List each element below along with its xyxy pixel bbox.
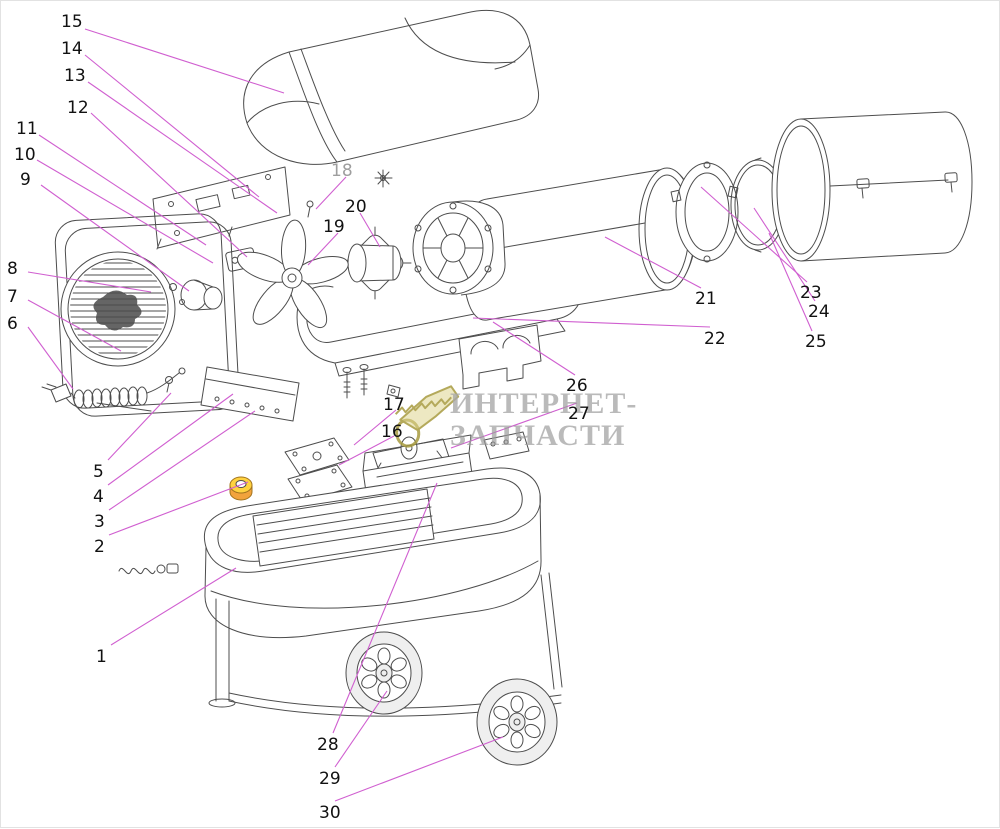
- base-plate: [200, 366, 300, 422]
- fuel-tank: [204, 467, 542, 638]
- air-inlet-grille: [60, 251, 176, 367]
- bolt-small: [165, 376, 173, 393]
- part-label-23: 23: [800, 283, 822, 303]
- part-label-16: 16: [381, 422, 403, 442]
- leader-line-7: [27, 299, 122, 352]
- part-label-25: 25: [805, 332, 827, 352]
- part-label-5: 5: [93, 462, 104, 482]
- small-screw-top: [306, 200, 314, 218]
- leader-line-16: [338, 435, 395, 466]
- leader-line-1: [110, 567, 237, 646]
- part-label-3: 3: [94, 512, 105, 532]
- leader-line-26: [492, 321, 576, 376]
- part-label-28: 28: [317, 735, 339, 755]
- top-cover: [243, 9, 540, 165]
- watermark-text-line2: ЗАПЧАСТИ: [450, 419, 625, 452]
- leader-line-2: [108, 481, 249, 536]
- leader-line-28: [332, 482, 438, 734]
- leader-line-6: [27, 326, 74, 390]
- clip-bracket: [386, 384, 401, 398]
- control-panel-plate: [152, 166, 291, 250]
- leader-line-23: [700, 186, 808, 283]
- part-label-19: 19: [323, 217, 345, 237]
- leader-line-8: [27, 271, 152, 293]
- leader-line-24: [753, 207, 816, 302]
- bracket-clip: [374, 169, 393, 188]
- support-bracket: [458, 324, 542, 390]
- part-label-1: 1: [96, 647, 107, 667]
- watermark-chainsaw-icon: [394, 385, 460, 448]
- part-label-13: 13: [64, 66, 86, 86]
- outer-cylinder: [771, 111, 973, 262]
- part-label-10: 10: [14, 145, 36, 165]
- part-label-9: 9: [20, 170, 31, 190]
- leader-line-19: [307, 232, 339, 266]
- leader-line-27: [450, 402, 578, 449]
- part-label-27: 27: [568, 404, 590, 424]
- terminal-plate: [483, 431, 530, 460]
- part-label-30: 30: [319, 803, 341, 823]
- part-label-21: 21: [695, 289, 717, 309]
- pull-cord: [118, 563, 179, 575]
- part-label-8: 8: [7, 259, 18, 279]
- part-label-4: 4: [93, 487, 104, 507]
- part-label-24: 24: [808, 302, 830, 322]
- leader-line-18: [315, 176, 347, 210]
- part-label-20: 20: [345, 197, 367, 217]
- power-cord: [41, 367, 186, 409]
- leader-line-9: [40, 184, 190, 292]
- gasket-ring: [670, 161, 739, 263]
- leader-line-30: [334, 736, 504, 802]
- fan-blade: [237, 219, 349, 329]
- leader-line-15: [84, 28, 285, 94]
- leader-line-13: [87, 81, 278, 214]
- burner-head: [412, 200, 506, 296]
- part-label-17: 17: [383, 395, 405, 415]
- part-label-22: 22: [704, 329, 726, 349]
- part-label-12: 12: [67, 98, 89, 118]
- part-label-15: 15: [61, 12, 83, 32]
- part-label-14: 14: [61, 39, 83, 59]
- part-label-2: 2: [94, 537, 105, 557]
- motor: [331, 226, 412, 300]
- leader-line-14: [84, 54, 260, 198]
- bearing-hub: [169, 279, 223, 311]
- part-label-11: 11: [16, 119, 38, 139]
- wheel-front: [345, 631, 423, 715]
- leader-line-17: [353, 409, 397, 446]
- leader-line-21: [604, 236, 702, 289]
- screw-pair: [342, 364, 369, 399]
- leader-line-20: [359, 212, 381, 248]
- leader-line-25: [768, 232, 813, 332]
- part-label-26: 26: [566, 376, 588, 396]
- leader-line-22: [472, 317, 711, 328]
- watermark-text-line1: ИНТЕРНЕТ-: [450, 387, 637, 420]
- wheel-rear: [476, 678, 558, 766]
- part-label-6: 6: [7, 314, 18, 334]
- leader-line-10: [36, 159, 214, 264]
- leader-line-12: [90, 112, 248, 258]
- fuel-cap: [229, 476, 253, 501]
- part-label-7: 7: [7, 287, 18, 307]
- leader-line-5: [107, 392, 172, 461]
- watermark: ИНТЕРНЕТ- ЗАПЧАСТИ: [394, 385, 637, 452]
- leader-line-29: [334, 690, 388, 768]
- part-label-18: 18: [331, 161, 353, 181]
- leader-line-4: [107, 393, 234, 486]
- leader-line-11: [38, 134, 207, 246]
- part-label-29: 29: [319, 769, 341, 789]
- leader-line-3: [108, 410, 256, 511]
- leader-lines: [27, 28, 816, 802]
